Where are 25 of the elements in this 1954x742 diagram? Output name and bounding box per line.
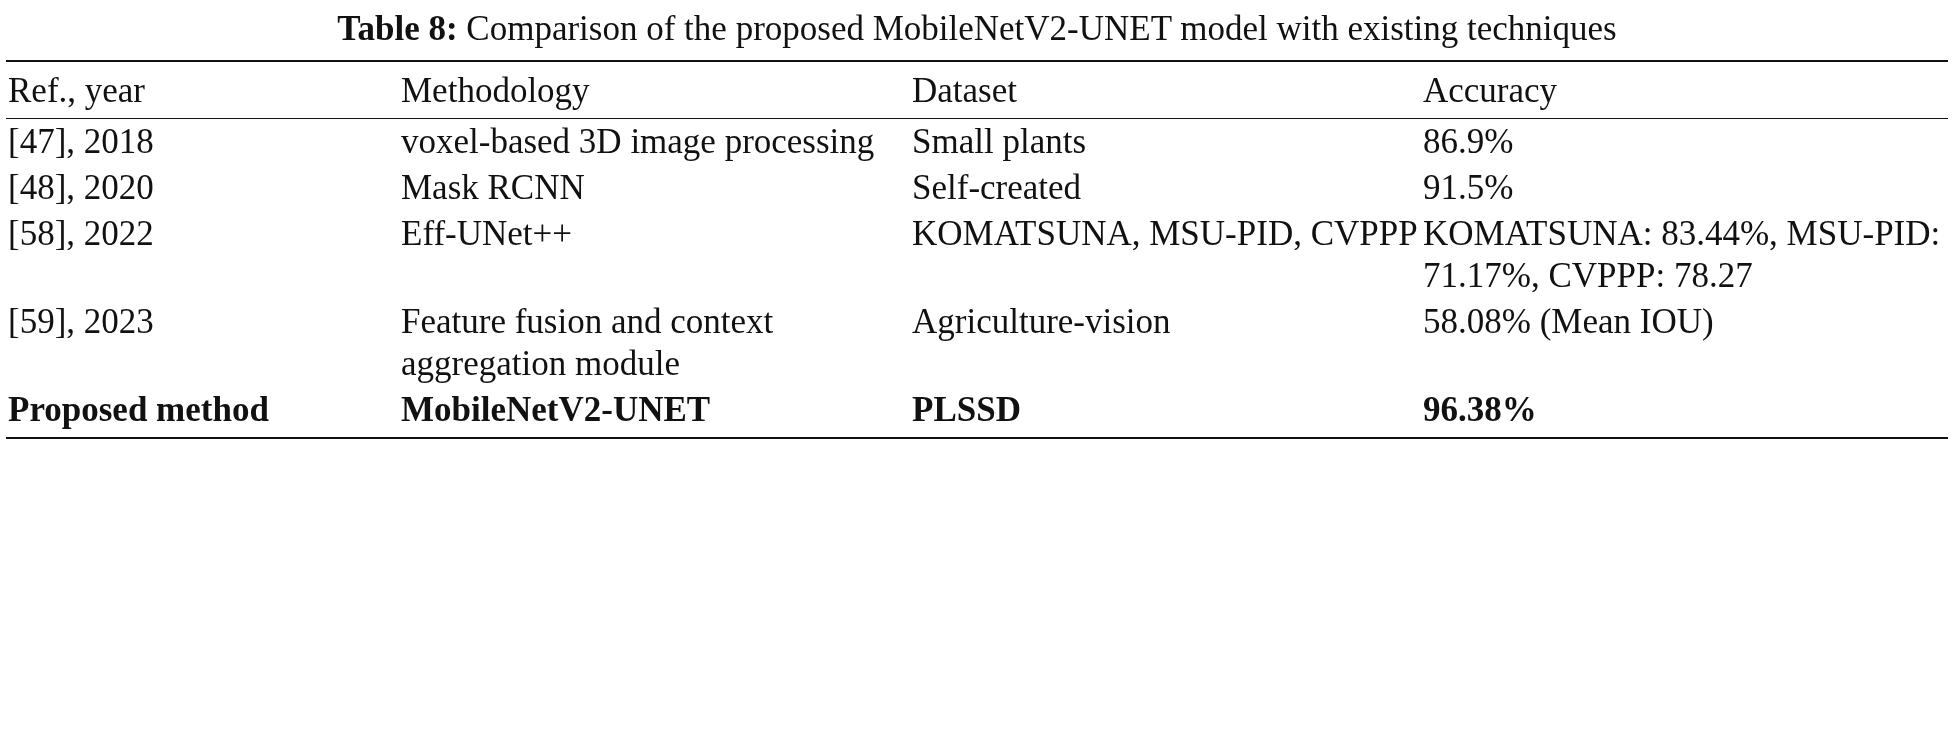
dataset-text: Small plants bbox=[912, 122, 1087, 161]
reference-text: [48], 2020 bbox=[8, 168, 154, 207]
dataset-text: Agriculture-vision bbox=[912, 302, 1171, 341]
column-header: Dataset bbox=[912, 71, 1017, 110]
reference-text: [59], 2023 bbox=[8, 302, 154, 341]
reference-text: [58], 2022 bbox=[8, 214, 154, 253]
methodology-text: voxel-based 3D image processing bbox=[401, 122, 875, 161]
dataset-text: PLSSD bbox=[912, 390, 1021, 429]
column-header: Ref., year bbox=[8, 71, 145, 110]
table-title: Table 8: Comparison of the proposed MobileNetV2-UNET model with existing techniques bbox=[336, 8, 1618, 50]
column-header: Accuracy bbox=[1423, 71, 1558, 110]
accuracy-text: 86.9% bbox=[1423, 122, 1514, 161]
accuracy-text: 91.5% bbox=[1423, 168, 1514, 207]
accuracy-text: 96.38% bbox=[1423, 390, 1537, 429]
dataset-text: Self-created bbox=[912, 168, 1082, 207]
methodology-text: Mask RCNN bbox=[401, 168, 585, 207]
reference-text: [47], 2018 bbox=[8, 122, 154, 161]
methodology-text: Feature fusion and context aggregation module bbox=[401, 302, 774, 383]
accuracy-text: KOMATSUNA: 83.44%, MSU-PID: 71.17%, CVPPP: 78.27 bbox=[1423, 214, 1941, 295]
accuracy-text: 58.08% (Mean IOU) bbox=[1423, 302, 1714, 341]
methodology-text: MobileNetV2-UNET bbox=[401, 390, 711, 429]
reference-text: Proposed method bbox=[8, 390, 269, 429]
column-header: Methodology bbox=[401, 71, 590, 110]
dataset-text: KOMATSUNA, MSU-PID, CVPPP bbox=[912, 214, 1418, 253]
methodology-text: Eff-UNet++ bbox=[401, 214, 572, 253]
